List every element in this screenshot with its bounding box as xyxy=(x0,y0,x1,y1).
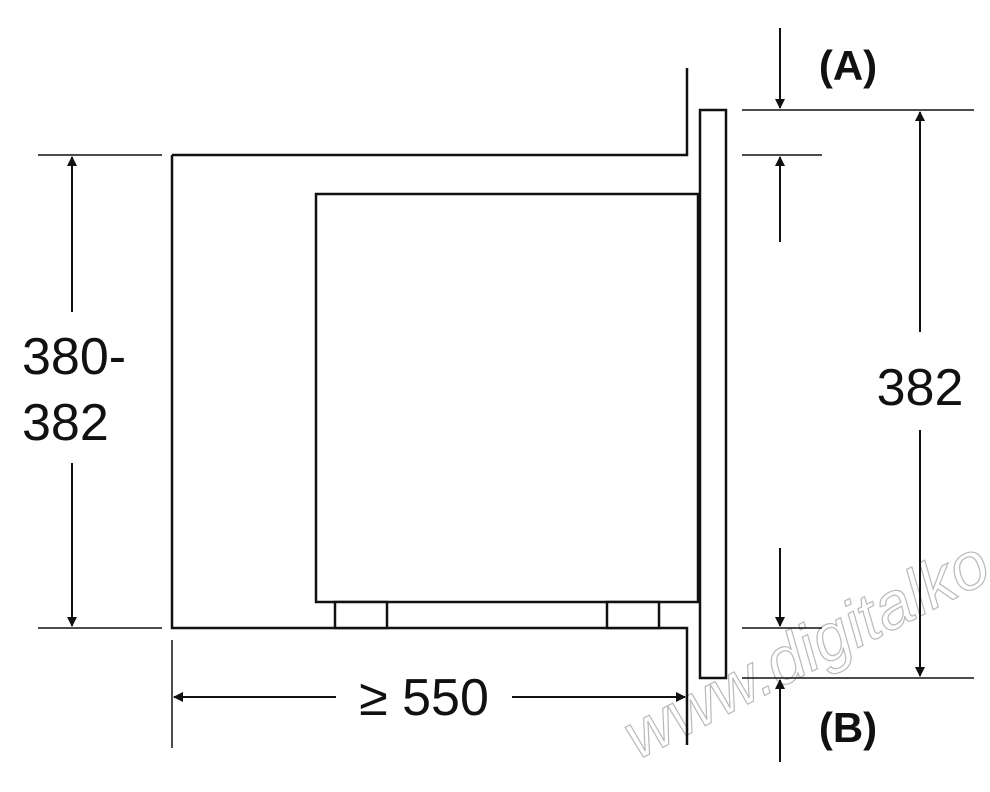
top-gap-label: (A) xyxy=(819,42,877,89)
appliance-front-frame xyxy=(698,108,728,680)
bottom-gap-label: (B) xyxy=(819,704,877,751)
cabinet-height-label-line1: 380- xyxy=(22,328,126,386)
depth-label: ≥ 550 xyxy=(359,669,489,727)
appliance-body xyxy=(314,192,700,604)
cabinet-height-label-line2: 382 xyxy=(22,394,109,452)
appliance-foot-right xyxy=(605,600,661,630)
extension-lines xyxy=(38,109,974,748)
appliance-foot-left xyxy=(333,600,389,630)
frame-height-label: 382 xyxy=(877,359,964,417)
cabinet-niche-outline xyxy=(170,68,689,745)
